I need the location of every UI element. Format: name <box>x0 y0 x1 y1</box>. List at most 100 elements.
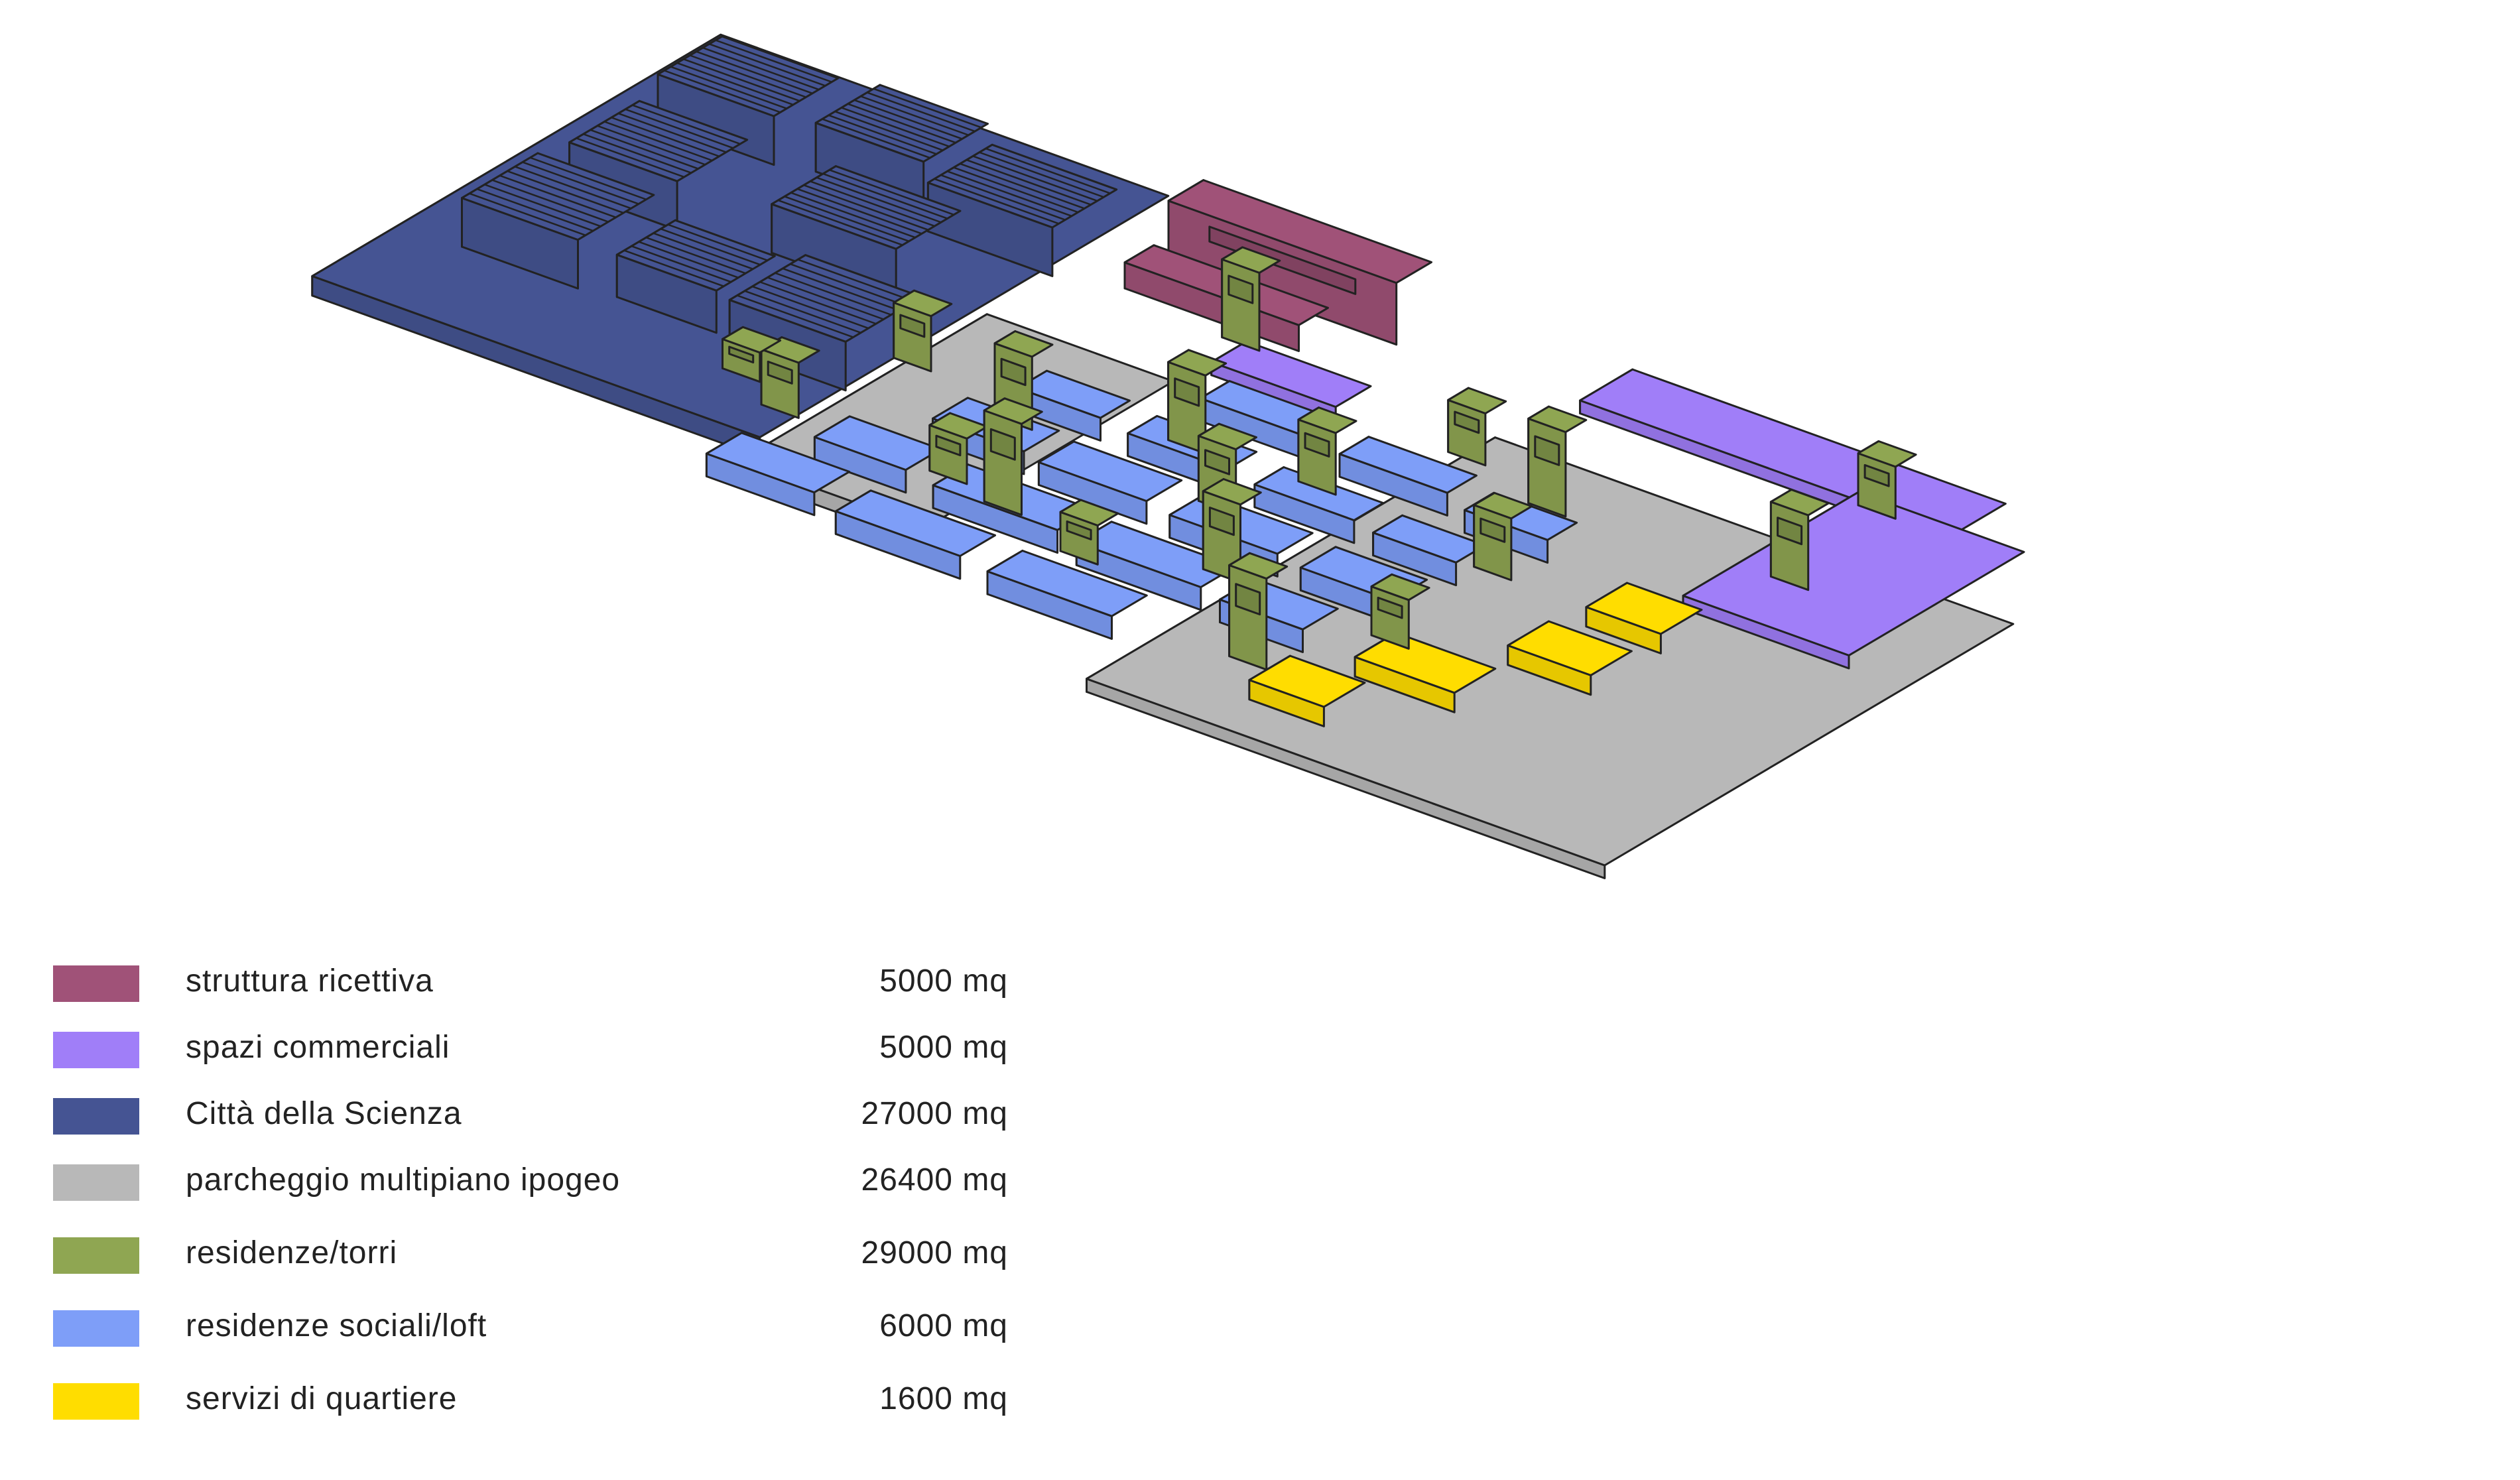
detail-line <box>702 46 820 91</box>
residential-tower <box>1297 406 1357 496</box>
detail-line <box>667 223 768 261</box>
detail-line <box>676 62 794 106</box>
detail-line <box>715 39 832 83</box>
detail-line <box>522 161 639 205</box>
residential-tower-window <box>1377 596 1403 619</box>
residential-tower-top-face <box>722 326 782 354</box>
residential-tower-front-face <box>1527 417 1567 518</box>
residential-tower <box>1167 349 1228 455</box>
residential-tower-front-face <box>1769 501 1810 591</box>
residential-tower <box>1059 499 1119 566</box>
detail-line <box>530 156 647 200</box>
residential-tower-window <box>1066 520 1092 540</box>
detail-line <box>737 294 854 338</box>
residential-tower-window <box>989 428 1016 461</box>
residential-tower-window <box>728 345 755 364</box>
residential-tower-top-face <box>1202 478 1262 506</box>
residential-tower-top-face <box>1473 491 1533 520</box>
legend-label: residenze sociali/loft <box>186 1308 487 1343</box>
detail-line <box>873 88 982 129</box>
legend-row-spazi-commerciali: spazi commerciali 5000 mq <box>53 1021 1008 1074</box>
detail-line <box>966 159 1092 206</box>
detail-line <box>623 249 724 287</box>
residential-tower-top-face <box>893 289 953 318</box>
legend-row-citta-della-scienza: Città della Scienza 27000 mq <box>53 1087 1008 1141</box>
legend-swatch-residenze-sociali <box>53 1310 139 1347</box>
legend-area: 27000 mq <box>861 1096 1008 1131</box>
detail-line <box>590 129 699 170</box>
legend-area: 26400 mq <box>861 1162 1008 1198</box>
residential-tower-window <box>1208 507 1235 536</box>
loft-residence <box>834 489 997 580</box>
detail-line <box>860 95 969 136</box>
residential-tower-top-face <box>1527 405 1588 434</box>
servizi-block <box>1248 654 1366 727</box>
detail-line <box>934 178 1060 225</box>
residential-tower <box>928 412 989 485</box>
legend-swatch-parcheggio <box>53 1164 139 1201</box>
loft-residence <box>1372 514 1487 587</box>
legend-label: spazi commerciali <box>186 1030 450 1065</box>
residential-tower <box>1202 478 1262 584</box>
detail-line <box>767 277 884 320</box>
residential-tower-top-face <box>928 412 989 440</box>
detail-line <box>947 170 1072 217</box>
detail-line <box>469 192 586 237</box>
servizi-block-top-face <box>1507 620 1633 676</box>
detail-line <box>953 166 1079 214</box>
residential-tower-top-face <box>1059 499 1119 526</box>
detail-line <box>841 107 950 148</box>
residential-tower-window <box>1235 583 1261 616</box>
detail-line <box>816 176 942 223</box>
residential-tower <box>1857 440 1917 520</box>
residential-tower <box>1473 491 1533 582</box>
legend-swatch-spazi-commerciali <box>53 1032 139 1068</box>
detail-line <box>632 104 741 145</box>
detail-line <box>603 121 713 162</box>
struttura-ricettiva-block-top-face <box>1167 179 1432 284</box>
legend-swatch-residenze-torri <box>53 1237 139 1274</box>
detail-line <box>960 162 1085 210</box>
citta-hall <box>568 99 749 231</box>
loft-residence-top-face <box>1372 514 1487 564</box>
detail-line <box>848 103 956 144</box>
residential-tower-window <box>1304 432 1330 458</box>
citta-hall <box>615 219 776 334</box>
spazi-commerciali-slab <box>1210 340 1372 421</box>
residential-tower <box>983 397 1043 516</box>
detail-line <box>744 290 861 334</box>
residential-tower-top-face <box>1447 387 1507 414</box>
citta-hall <box>771 165 962 299</box>
detail-line <box>810 180 935 227</box>
residential-tower-front-face <box>1228 564 1268 671</box>
residential-tower-top-face <box>1857 440 1917 468</box>
residential-tower-window <box>1174 377 1200 407</box>
residential-tower-window <box>1454 410 1480 434</box>
loft-residence <box>1253 466 1385 544</box>
detail-line <box>853 99 963 140</box>
residential-tower <box>722 326 782 383</box>
residential-tower-top-face <box>993 330 1054 358</box>
detail-line <box>576 137 685 178</box>
residential-tower-top-face <box>1167 349 1228 377</box>
loft-residence-top-face <box>986 550 1148 617</box>
legend-label: parcheggio multipiano ipogeo <box>186 1162 621 1198</box>
legend-row-parcheggio: parcheggio multipiano ipogeo 26400 mq <box>53 1154 1008 1207</box>
detail-line <box>796 188 922 235</box>
servizi-block-top-face <box>1354 631 1497 694</box>
residential-tower-window <box>1480 517 1506 543</box>
detail-line <box>484 184 601 227</box>
residential-tower-window <box>1204 449 1230 475</box>
legend-row-struttura-ricettiva: struttura ricettiva 5000 mq <box>53 955 1008 1008</box>
residential-tower-top-face <box>1221 246 1281 274</box>
legend-area: 1600 mq <box>879 1381 1008 1416</box>
detail-line <box>670 66 787 109</box>
residential-tower-top-face <box>1197 422 1257 451</box>
loft-residence-top-face <box>1253 466 1385 522</box>
residential-tower-top-face <box>1370 573 1430 601</box>
legend-row-servizi: servizi di quartiere 1600 mq <box>53 1373 1008 1426</box>
legend-swatch-struttura-ricettiva <box>53 965 139 1002</box>
detail-line <box>759 281 877 325</box>
detail-line <box>664 70 781 113</box>
